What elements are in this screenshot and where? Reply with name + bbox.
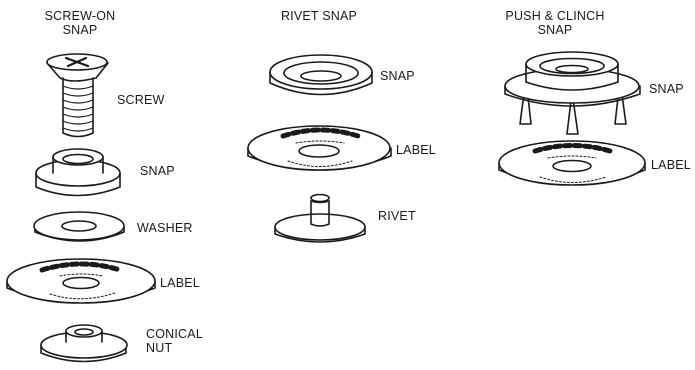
rivet-snap-title-line1: RIVET SNAP <box>264 9 374 23</box>
washer-label: WASHER <box>137 221 193 235</box>
screw-on-snap-title: SCREW-ON SNAP <box>30 9 130 37</box>
snap-label-rivet: SNAP <box>380 69 415 83</box>
conical-nut-label: CONICAL NUT <box>146 327 203 355</box>
label-disc-illustration-screw-on <box>7 259 155 303</box>
label-disc-illustration-push-clinch <box>499 141 645 185</box>
snap-illustration-screw-on <box>36 149 120 196</box>
push-clinch-snap-title: PUSH & CLINCH SNAP <box>490 9 620 37</box>
screw-illustration <box>47 54 108 137</box>
push-clinch-snap-title-line2: SNAP <box>490 23 620 37</box>
screw-label: SCREW <box>117 93 165 107</box>
push-clinch-snap-illustration <box>505 52 640 134</box>
label-label-screw-on: LABEL <box>160 276 200 290</box>
screw-on-snap-title-line2: SNAP <box>30 23 130 37</box>
rivet-illustration <box>275 195 365 243</box>
label-label-push-clinch: LABEL <box>651 158 691 172</box>
washer-illustration <box>34 212 124 241</box>
snap-illustration-rivet <box>270 55 372 95</box>
snap-label-push-clinch: SNAP <box>649 82 684 96</box>
conical-nut-illustration <box>41 325 127 362</box>
screw-on-snap-title-line1: SCREW-ON <box>30 9 130 23</box>
push-clinch-snap-title-line1: PUSH & CLINCH <box>490 9 620 23</box>
snap-label-screw-on: SNAP <box>140 164 175 178</box>
rivet-label: RIVET <box>378 209 416 223</box>
conical-nut-label-line1: CONICAL <box>146 327 203 341</box>
label-label-rivet: LABEL <box>396 143 436 157</box>
conical-nut-label-line2: NUT <box>146 341 203 355</box>
rivet-snap-title: RIVET SNAP <box>264 9 374 23</box>
label-disc-illustration-rivet <box>248 126 391 170</box>
